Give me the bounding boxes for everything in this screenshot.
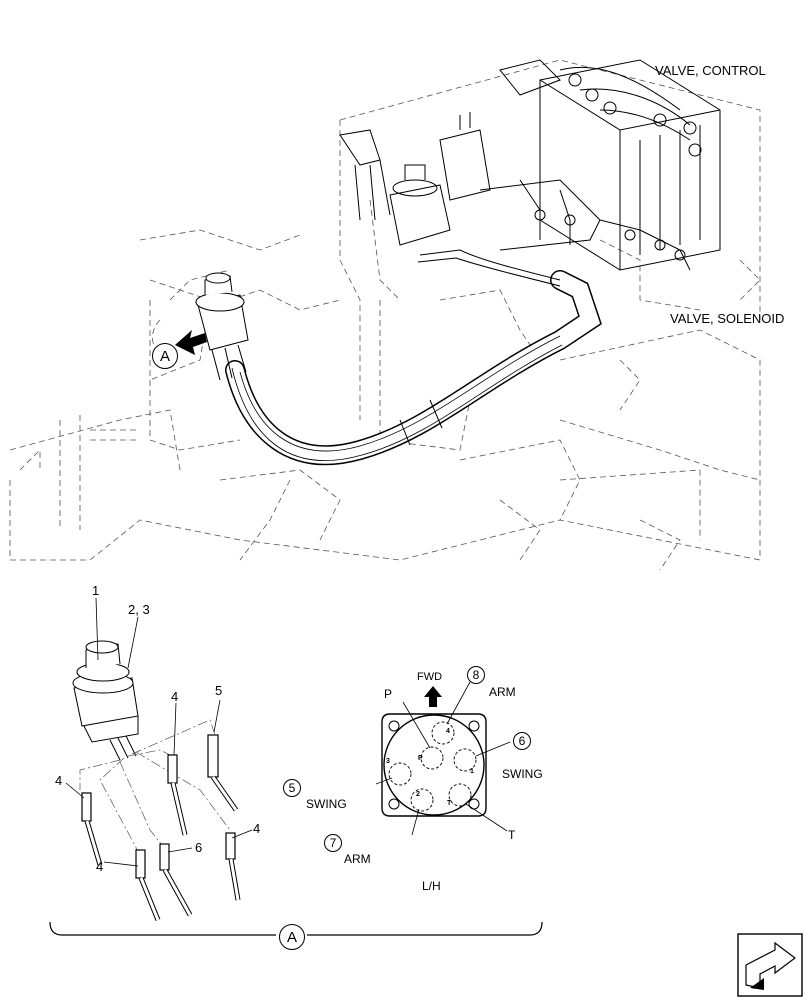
nav-turn-arrow-icon[interactable]	[737, 933, 803, 997]
label-swing-right: SWING	[502, 767, 543, 781]
circle-6: 6	[513, 732, 531, 750]
port-label-p: P	[418, 755, 423, 762]
detail-hoses	[81, 734, 241, 921]
part-number-4: 4	[171, 689, 179, 704]
circle-7: 7	[324, 834, 342, 852]
hose-fitting-4c	[167, 754, 188, 836]
port-label-2: 2	[416, 791, 420, 798]
port-label-1: 1	[470, 768, 474, 775]
upper-joystick	[339, 129, 451, 246]
port-label-4: 4	[446, 728, 450, 735]
part-number-4: 4	[253, 821, 261, 836]
circle-8: 8	[467, 666, 485, 684]
control-valve	[499, 59, 721, 271]
label-swing-left: SWING	[306, 797, 347, 811]
machine-frame-phantom	[9, 59, 761, 571]
leader-lines	[65, 597, 253, 867]
port-label-t: T	[447, 800, 452, 807]
port-label-3: 3	[386, 758, 390, 765]
label-valve-solenoid: VALVE, SOLENOID	[670, 311, 785, 326]
label-arm-bottom: ARM	[344, 852, 371, 866]
label-port-t: T	[508, 828, 516, 842]
view-a-arrow-icon	[175, 330, 207, 355]
hose-fitting-4a	[81, 792, 103, 866]
left-joystick-installed	[195, 272, 249, 381]
detail-a-bracket	[49, 921, 543, 936]
circle-5: 5	[283, 779, 301, 797]
part-number-4: 4	[96, 859, 104, 874]
callout-a-top[interactable]: A	[152, 343, 178, 369]
label-fwd: FWD	[417, 671, 443, 683]
part-number-1: 1	[92, 583, 100, 598]
hose-fitting-4d	[225, 832, 241, 901]
label-arm-top: ARM	[489, 685, 516, 699]
label-port-p: P	[384, 687, 393, 701]
part-number-6: 6	[195, 840, 203, 855]
port-diagram	[375, 681, 511, 836]
hose-fitting-4b	[135, 849, 161, 921]
label-valve-control: VALVE, CONTROL	[655, 63, 766, 78]
callout-a-bottom[interactable]: A	[279, 924, 305, 950]
part-number-4: 4	[55, 773, 63, 788]
fwd-arrow-icon	[424, 686, 442, 707]
detail-joystick	[72, 640, 139, 761]
part-number-2-3: 2, 3	[128, 602, 150, 617]
detail-routing-lines	[79, 719, 231, 856]
hose-fitting-5	[207, 734, 239, 812]
part-number-5: 5	[215, 683, 223, 698]
label-lh: L/H	[422, 879, 441, 893]
hose-fitting-6	[159, 843, 193, 917]
solenoid-valve	[439, 112, 691, 271]
hose-bundle	[225, 249, 602, 466]
